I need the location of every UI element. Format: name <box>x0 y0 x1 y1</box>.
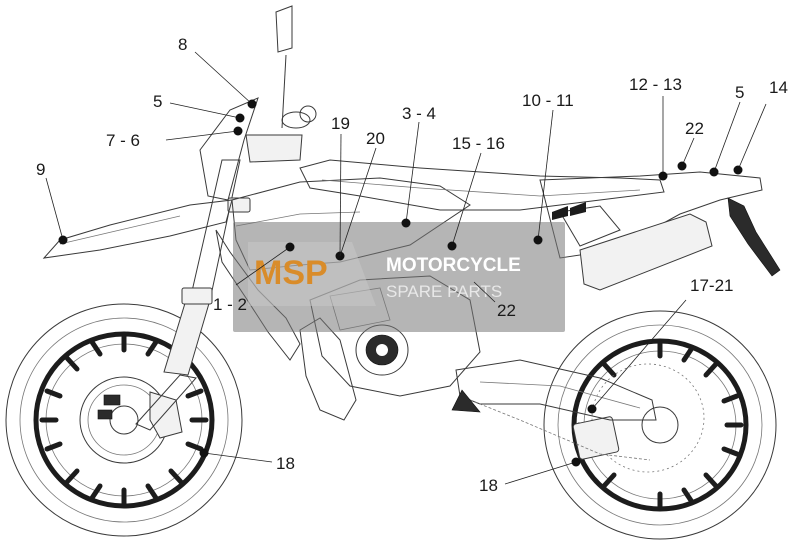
leader-12 <box>235 246 291 286</box>
callout-label-19: 19 <box>331 114 350 133</box>
rear-wheel <box>543 310 777 540</box>
callout-dot-1011 <box>533 235 543 245</box>
callout-label-22b: 22 <box>497 301 516 320</box>
leader-18a <box>203 452 273 463</box>
rear-tail <box>539 171 781 291</box>
callout-label-5b: 5 <box>735 83 744 102</box>
callout-label-18b: 18 <box>479 476 498 495</box>
callout-label-14: 14 <box>769 78 788 97</box>
callout-label-76: 7 - 6 <box>106 131 140 150</box>
callout-dot-5b <box>709 167 719 177</box>
callout-dot-1721 <box>587 404 597 414</box>
callout-dot-14 <box>733 165 743 175</box>
callout-label-1721: 17-21 <box>690 276 733 295</box>
leader-22b <box>473 281 496 303</box>
callout-label-1213: 12 - 13 <box>629 75 682 94</box>
callout-label-12: 1 - 2 <box>213 295 247 314</box>
leader-34 <box>405 121 420 224</box>
watermark-logo: MSP <box>254 254 328 292</box>
callout-dot-12 <box>285 242 295 252</box>
watermark-line2: SPARE PARTS <box>386 282 502 301</box>
leader-14 <box>737 103 767 171</box>
leader-5a <box>169 102 241 119</box>
callout-label-18a: 18 <box>276 454 295 473</box>
callout-dot-9 <box>58 235 68 245</box>
callout-label-1516: 15 - 16 <box>452 134 505 153</box>
front-wheel <box>5 303 243 537</box>
callout-dot-1516 <box>447 241 457 251</box>
callout-label-1011: 10 - 11 <box>522 91 574 110</box>
callout-dot-1213 <box>658 171 668 181</box>
callout-dot-18b <box>571 457 581 467</box>
callout-dot-8 <box>247 99 257 109</box>
callout-dot-76 <box>233 126 243 136</box>
callout-label-22a: 22 <box>685 119 704 138</box>
callout-label-5a: 5 <box>153 92 162 111</box>
callout-dot-5a <box>235 113 245 123</box>
callout-label-20: 20 <box>366 129 385 148</box>
callout-label-8: 8 <box>178 35 187 54</box>
seat <box>299 159 665 211</box>
leader-20 <box>339 147 377 257</box>
leader-lines <box>45 51 767 485</box>
callout-dot-34 <box>401 218 411 228</box>
leader-76 <box>165 130 239 141</box>
callout-dot-18a <box>199 448 209 458</box>
leader-5b <box>713 101 741 173</box>
callout-label-34: 3 - 4 <box>402 104 436 123</box>
leader-19 <box>339 133 342 257</box>
leader-1721 <box>591 299 687 410</box>
front-fender <box>42 97 259 259</box>
leader-18b <box>504 461 577 485</box>
leader-1516 <box>451 152 482 247</box>
leader-22a <box>681 137 695 167</box>
leader-8 <box>194 51 253 105</box>
callout-labels: 8 5 7 - 6 9 19 20 3 - 4 15 - 16 10 - 11 … <box>36 35 788 495</box>
callout-dot-22a <box>677 161 687 171</box>
leader-1011 <box>537 109 554 241</box>
swingarm <box>451 359 657 461</box>
front-fork <box>135 5 317 431</box>
callout-label-9: 9 <box>36 160 45 179</box>
watermark-line1: MOTORCYCLE <box>386 255 521 276</box>
leader-9 <box>45 177 64 241</box>
